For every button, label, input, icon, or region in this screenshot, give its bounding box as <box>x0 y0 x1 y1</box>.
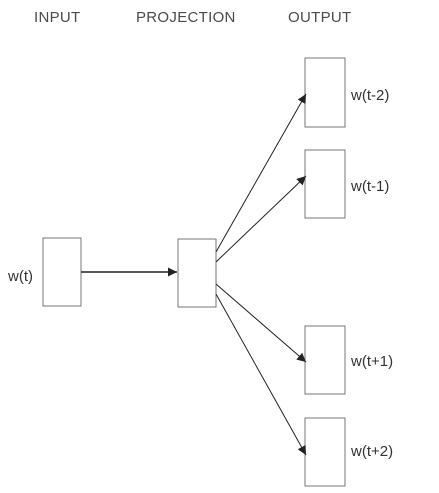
arrow-projection-to-output-2 <box>215 175 307 263</box>
header-input: INPUT <box>34 9 81 26</box>
arrow-projection-to-output-1 <box>215 93 307 253</box>
output-node-box-1 <box>304 57 346 128</box>
output-node-label-2: w(t-1) <box>350 178 389 195</box>
arrow-projection-to-output-4 <box>215 293 307 456</box>
output-node-label-1: w(t-2) <box>350 87 389 104</box>
input-node-label: w(t) <box>7 268 33 285</box>
output-node-label-4: w(t+2) <box>350 443 393 460</box>
output-node-box-2 <box>304 149 346 219</box>
output-node-box-4 <box>304 417 346 487</box>
output-node-box-3 <box>304 325 346 395</box>
output-node-label-3: w(t+1) <box>350 353 393 370</box>
projection-node-box <box>177 238 217 308</box>
input-node-box <box>42 237 82 307</box>
header-output: OUTPUT <box>288 9 351 26</box>
header-projection: PROJECTION <box>136 9 236 26</box>
arrow-projection-to-output-3 <box>215 283 307 363</box>
